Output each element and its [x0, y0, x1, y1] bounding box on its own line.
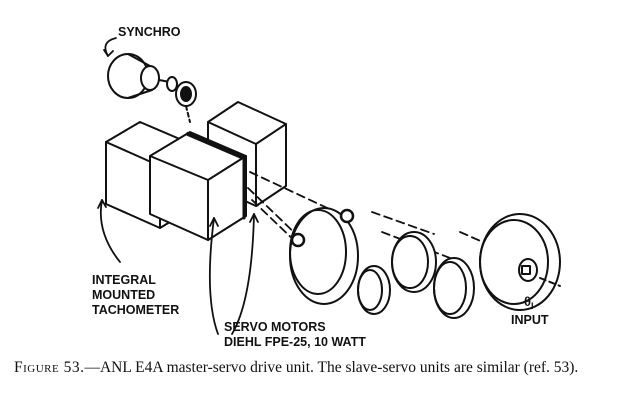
servo-motors-label-line2: DIEHL FPE-25, 10 WATT [224, 335, 366, 349]
tachometer-label-line2: MOUNTED [92, 288, 155, 302]
synchro-unit [103, 37, 197, 123]
mid-gear-2 [433, 257, 475, 319]
theta-subscript: I [531, 301, 534, 311]
large-gear [289, 207, 359, 305]
figure-caption: Figure 53.—ANL E4A master-servo drive un… [14, 357, 628, 378]
servo-motors-label-line1: SERVO MOTORS [224, 320, 326, 334]
servo-motor-blocks [105, 101, 287, 241]
synchro-label: SYNCHRO [118, 25, 181, 39]
leader-lines [97, 199, 259, 335]
small-gear [357, 265, 391, 315]
figure-number: Figure 53. [14, 359, 85, 376]
input-label: INPUT [511, 313, 549, 327]
input-gear [479, 213, 561, 311]
tachometer-label-line3: TACHOMETER [92, 303, 179, 317]
caption-text: —ANL E4A master-servo drive unit. The sl… [84, 359, 579, 376]
theta-label: θI [524, 294, 534, 311]
tachometer-label-line1: INTEGRAL [92, 273, 156, 287]
mid-gear-1 [391, 231, 437, 293]
